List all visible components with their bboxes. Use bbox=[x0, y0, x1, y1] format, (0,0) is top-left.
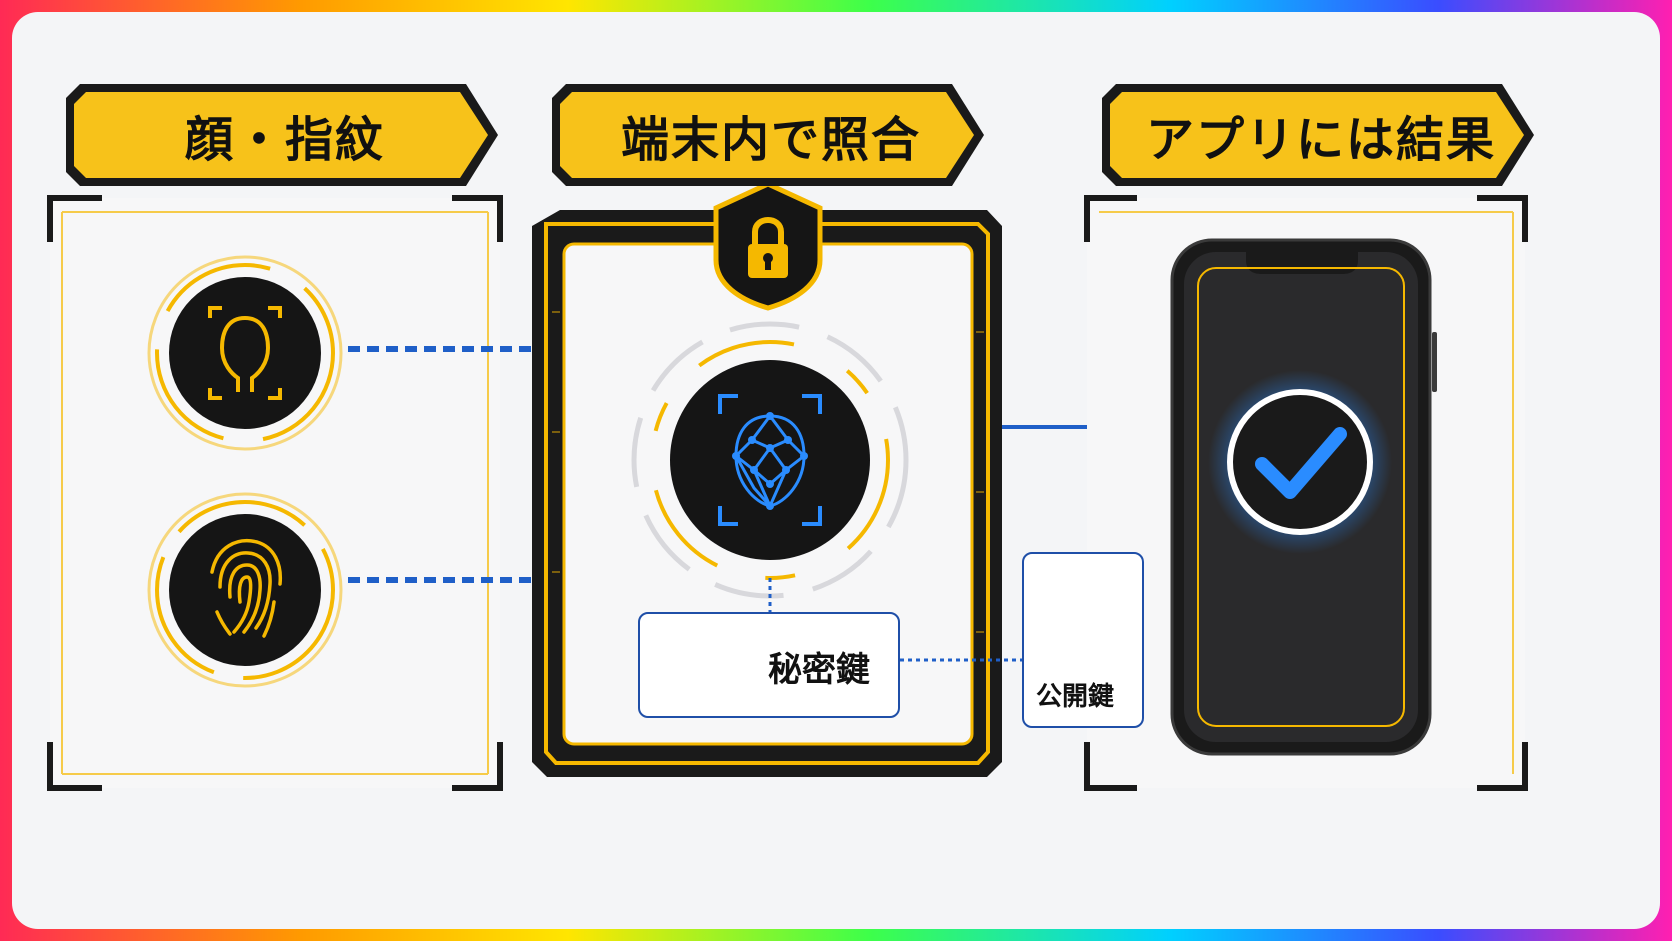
step-title: 顔・指紋 bbox=[184, 112, 385, 168]
step-banner-3: アプリには結果 bbox=[1102, 78, 1540, 192]
face-mesh-icon bbox=[631, 321, 909, 599]
fingerprint-icon bbox=[147, 492, 343, 688]
private-key-label: 秘密鍵 bbox=[768, 650, 870, 690]
face-scan-icon bbox=[147, 255, 343, 451]
step-title: アプリには結果 bbox=[1145, 112, 1496, 168]
check-icon bbox=[1208, 370, 1392, 554]
lock-icon bbox=[713, 181, 823, 311]
step-banner-2: 端末内で照合 bbox=[552, 78, 990, 192]
step-banner-1: 顔・指紋 bbox=[66, 78, 504, 192]
private-key-box bbox=[638, 612, 900, 718]
public-key-box bbox=[1022, 552, 1144, 728]
step-title: 端末内で照合 bbox=[620, 112, 921, 168]
diagram-canvas: 顔・指紋 端末内で照合 アプリには結果 秘密鍵 公開鍵 bbox=[12, 12, 1660, 929]
public-key-label: 公開鍵 bbox=[1036, 682, 1115, 712]
